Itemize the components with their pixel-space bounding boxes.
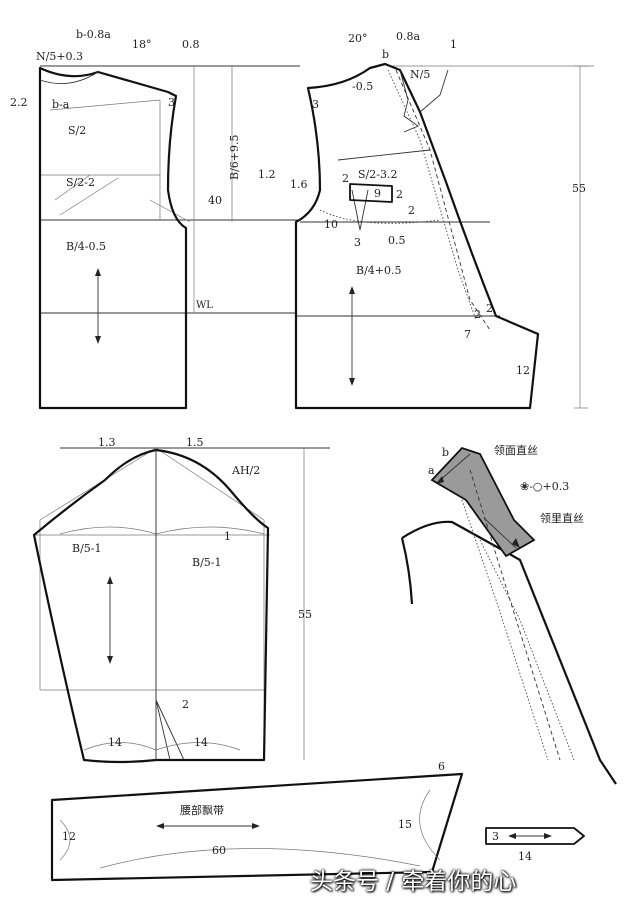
collar-detail: b a 领面直丝 领里直丝 ❀-○+0.3 (400, 443, 617, 785)
label-dart-05: 0.5 (388, 234, 406, 247)
label-shoulder-ext: 0.8 (182, 38, 200, 51)
sleeve-outline (32, 448, 270, 764)
label-neck-b-a: b-a (52, 98, 70, 111)
sleeve: 1.3 1.5 AH/2 1 B/5-1 B/5-1 55 2 14 14 (32, 436, 330, 764)
label-elbow-2: 2 (182, 698, 189, 711)
label-armhole-12: 1.2 (258, 168, 276, 181)
label-collar-formula: ❀-○+0.3 (520, 480, 569, 493)
label-pocket-2: 2 (396, 188, 403, 201)
label-hem-12: 12 (516, 364, 530, 377)
label-cuff-back: 14 (108, 736, 122, 749)
label-waist-line: WL (196, 300, 213, 311)
label-width-front: B/5-1 (192, 556, 222, 569)
label-front-shoulder-angle: 20° (348, 32, 368, 45)
label-sash-60: 60 (212, 844, 226, 857)
label-front-shoulder-minus: -0.5 (352, 80, 373, 93)
label-sleeve-length: 55 (298, 608, 312, 621)
belt-loop: 3 14 (485, 827, 585, 863)
label-ah-half: AH/2 (231, 464, 260, 477)
label-loop-14: 14 (518, 850, 532, 863)
waist-sash: 腰部飘带 12 15 6 60 (50, 760, 464, 882)
label-lapel-1: 1 (450, 38, 457, 51)
label-armhole-depth: B/6+9.5 (228, 135, 241, 181)
front-bodice-outline (294, 62, 540, 410)
collar-shaded (430, 446, 536, 558)
label-pocket-2b: 2 (408, 204, 415, 217)
label-front-shoulder-3: 3 (312, 98, 319, 111)
label-front-neck: N/5 (410, 68, 430, 81)
label-shoulder-half: S/2 (68, 124, 86, 137)
collar-body-outline (401, 520, 617, 785)
label-shoulder-3: 3 (168, 96, 175, 109)
label-cap-13: 1.3 (98, 436, 116, 449)
label-dart-10: 10 (324, 218, 338, 231)
label-width-back: B/5-1 (72, 542, 102, 555)
label-pocket-9: 9 (374, 187, 381, 200)
label-hem-2: 2 (474, 308, 481, 321)
label-shoulder-angle: 18° (132, 38, 152, 51)
label-neck-side: 2.2 (10, 96, 28, 109)
label-bust-back: B/4-0.5 (66, 240, 106, 253)
label-sash-name: 腰部飘带 (180, 803, 224, 817)
label-bust-front: B/4+0.5 (356, 264, 402, 277)
label-grain-under: 领里直丝 (540, 511, 584, 525)
watermark-text: 头条号 / 牵着你的心 (310, 869, 517, 895)
label-cap-1: 1 (224, 530, 231, 543)
label-front-08a: 0.8a (396, 30, 420, 43)
label-sash-15: 15 (398, 818, 412, 831)
label-sash-12: 12 (62, 830, 76, 843)
label-collar-b: b (442, 446, 449, 459)
label-collar-a: a (428, 464, 435, 477)
label-neck-width: N/5+0.3 (36, 50, 83, 63)
loop-outline (485, 827, 585, 845)
label-loop-3: 3 (492, 830, 499, 843)
label-bust-line: 40 (208, 194, 222, 207)
label-cross-front: S/2-3.2 (358, 168, 397, 181)
label-grain-top: 领面直丝 (494, 443, 538, 457)
back-bodice: b-0.8a N/5+0.3 18° 0.8 2.2 b-a 3 S/2 S/2… (10, 28, 300, 410)
label-dart-3: 3 (354, 236, 361, 249)
front-bodice: 20° b 0.8a 1 3 -0.5 N/5 1.2 1.6 2 S/2-3.… (258, 30, 594, 410)
label-cuff-front: 14 (194, 736, 208, 749)
label-hem-7: 7 (464, 328, 471, 341)
label-dart-2a: 2 (342, 172, 349, 185)
label-armhole-16: 1.6 (290, 178, 308, 191)
label-cross-back: S/2-2 (66, 176, 95, 189)
label-sash-6: 6 (438, 760, 445, 773)
label-neck-drop: b-0.8a (76, 28, 111, 41)
back-bodice-outline (38, 66, 188, 410)
sash-outline (50, 772, 464, 882)
label-front-length: 55 (572, 182, 586, 195)
label-cap-15: 1.5 (186, 436, 204, 449)
label-hem-22: 2 (486, 302, 493, 315)
label-front-b: b (382, 48, 389, 61)
